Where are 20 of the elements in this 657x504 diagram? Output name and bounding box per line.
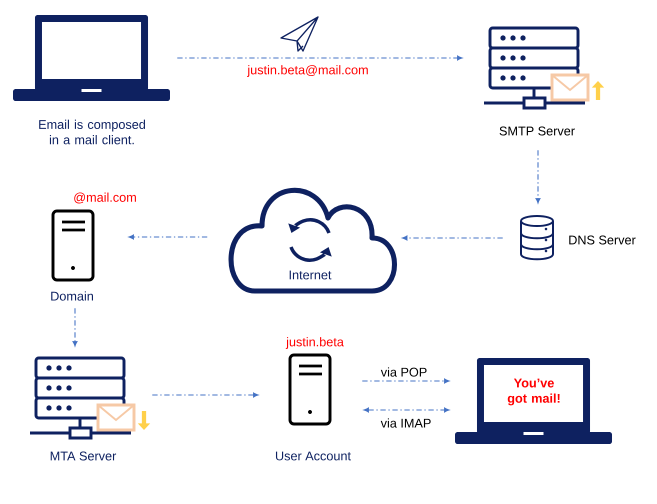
node-label: SMTP Server	[500, 126, 575, 136]
node-label: Domain	[51, 291, 93, 301]
address-label: justin.beta	[286, 337, 344, 349]
arrow	[72, 308, 78, 346]
node-label: DNS Server	[569, 236, 636, 244]
arrow	[152, 392, 258, 398]
node-label: Email is composed in a mail client.	[39, 120, 146, 144]
arrow	[362, 378, 450, 384]
arrow	[402, 236, 503, 241]
node-label: MTA Server	[50, 452, 116, 460]
arrow	[536, 150, 541, 204]
arrow	[128, 234, 208, 240]
arrow	[364, 408, 450, 413]
edge-label: justin.beta@mail.com	[246, 64, 370, 78]
node-label: Internet	[290, 270, 332, 280]
edge-label: via POP	[379, 366, 429, 378]
node-label: User Account	[276, 452, 351, 460]
arrow	[177, 56, 462, 61]
edge-label: via IMAP	[379, 417, 433, 429]
address-label: @mail.com	[74, 192, 136, 204]
